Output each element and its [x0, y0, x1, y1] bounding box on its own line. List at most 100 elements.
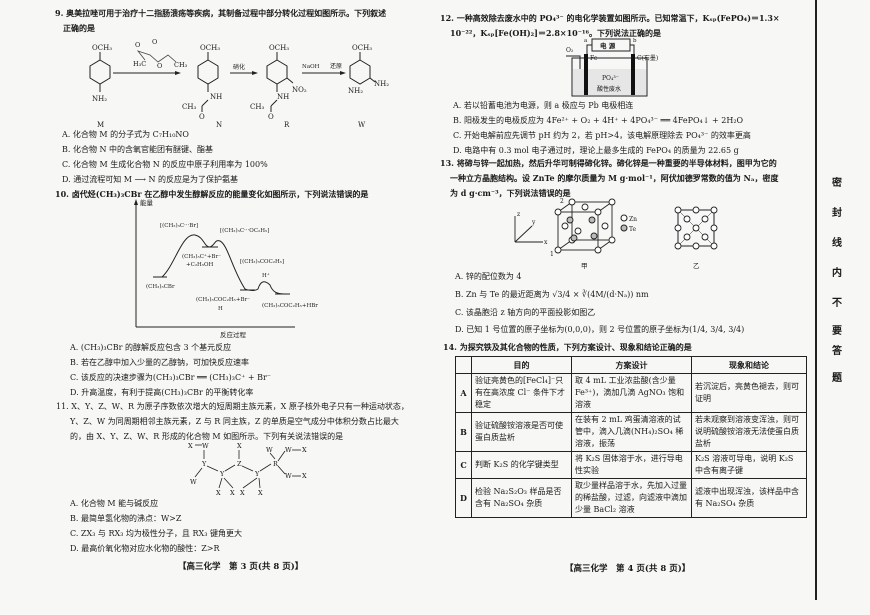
figure-yi-label: 乙 [693, 262, 700, 270]
q9-stem-2: 正确的是 [63, 23, 95, 33]
svg-text:NH: NH [210, 93, 222, 101]
projection-yi [674, 206, 718, 250]
svg-text:NO₂: NO₂ [292, 86, 307, 94]
svg-text:R: R [273, 460, 279, 468]
anhydride-h3c: H₃C [133, 60, 146, 68]
margin-char: 答 [832, 346, 842, 357]
species-label: H [218, 306, 223, 312]
svg-text:X: X [237, 442, 242, 450]
energy-curve [155, 234, 286, 295]
q11-option-a: A. 化合物 M 能与碱反应 [70, 499, 159, 508]
svg-text:X: X [230, 489, 235, 497]
q12-stem-1: 12. 一种高效除去废水中的 PO₄³⁻ 的电化学装置如图所示。已知常温下，Kₛ… [440, 13, 780, 23]
q13-stem-2: 一种立方晶胞结构。设 ZnTe 的摩尔质量为 M g·mol⁻¹，阿伏加德罗常数… [450, 173, 779, 183]
svg-text:硝化: 硝化 [233, 63, 245, 71]
species-label: (CH₃)₃COC₂H₅+HBr [262, 302, 318, 309]
header-design: 方案设计 [571, 356, 692, 374]
q9-reaction-scheme: OCH₃ NH₂ H₃C CH₃ O O O OCH₃ NH CH₃ O 硝化 … [89, 38, 389, 129]
q10-option-c: C. 该反应的决速步骤为(CH₃)₃CBr ══ (CH₃)₃C⁺ + Br⁻ [70, 373, 272, 382]
q11-option-c: C. ZX₃ 与 RX₃ 均为极性分子，且 RX₃ 键角更大 [70, 529, 242, 538]
svg-text:CH₃: CH₃ [182, 103, 196, 111]
label-w: W [358, 121, 366, 129]
species-label: [(CH₃)₃COC₂H₅] [240, 258, 284, 265]
legend-te: Te [629, 226, 637, 233]
species-label: (CH₃)₃C⁺+Br⁻ [182, 253, 221, 260]
svg-text:X: X [302, 472, 307, 480]
svg-text:Z: Z [237, 460, 242, 468]
q9-option-d: D. 通过流程可知 M ⟶ N 的反应是为了保护氨基 [62, 175, 239, 184]
svg-text:x: x [544, 239, 548, 246]
svg-text:W: W [190, 478, 197, 486]
svg-text:O₂: O₂ [566, 47, 574, 54]
svg-text:X: X [188, 442, 193, 450]
x-axis-label: 反应过程 [220, 330, 247, 339]
q13-stem-1: 13. 将碲与锌一起加热，然后升华可制得碲化锌。碲化锌是一种重要的半导体材料，图… [440, 158, 777, 168]
svg-text:OCH₃: OCH₃ [200, 44, 220, 52]
svg-text:Y: Y [201, 460, 207, 468]
margin-char: 要 [832, 326, 842, 337]
q9-stem-1: 9. 奥美拉唑可用于治疗十二指肠溃疡等疾病，其制备过程中部分转化过程如图所示。下… [55, 8, 387, 18]
page4-footer: 【高三化学 第 4 页(共 8 页)】 [565, 564, 691, 574]
q11-stem-3: 的，由 X、Y、Z、W、R 形成的化合物 M 如图所示。下列有关说法错误的是 [70, 432, 344, 441]
margin-char: 题 [832, 373, 842, 384]
svg-text:W: W [285, 472, 292, 480]
benzene-ring-r [266, 59, 288, 85]
page3-footer: 【高三化学 第 3 页(共 8 页)】 [178, 562, 304, 572]
svg-text:Y: Y [254, 470, 260, 478]
q11-option-b: B. 最简单氢化物的沸点：W>Z [70, 514, 182, 523]
q13-stem-3: 为 d g·cm⁻³，下列说法错误的是 [450, 188, 571, 198]
anhydride-o: O [152, 38, 157, 46]
figure-jia-label: 甲 [581, 262, 588, 270]
legend-zn: Zn [629, 216, 637, 223]
m-och3: OCH₃ [92, 44, 112, 52]
svg-text:O: O [199, 113, 205, 121]
anhydride-o: O [157, 62, 162, 70]
q10-option-a: A. (CH₃)₃CBr 的醇解反应包含 3 个基元反应 [70, 343, 232, 352]
svg-text:NaOH: NaOH [302, 64, 320, 70]
svg-text:W: W [202, 442, 209, 450]
svg-text:W: W [266, 446, 273, 454]
q9-option-b: B. 化合物 N 中的含氧官能团有醚键、酯基 [62, 145, 214, 154]
beaker [571, 57, 648, 97]
q13-option-d: D. 已知 1 号位置的原子坐标为(0,0,0)，则 2 号位置的原子坐标为(1… [455, 325, 745, 334]
svg-text:还原: 还原 [330, 63, 342, 70]
svg-text:W: W [285, 446, 292, 454]
species-label: H⁺ [262, 273, 270, 279]
benzene-ring-w [349, 59, 371, 85]
svg-text:X: X [302, 446, 307, 454]
svg-text:C(石墨): C(石墨) [637, 55, 658, 62]
svg-text:z: z [517, 211, 520, 218]
anhydride-o: O [135, 41, 140, 49]
q13-option-c: C. 该晶胞沿 z 轴方向的平面投影如图乙 [455, 308, 596, 317]
q12-option-c: C. 开始电解前应先调节 pH 约为 2，若 pH>4，该电解原理除去 PO₄³… [453, 131, 751, 140]
fe-electrode [584, 54, 588, 95]
margin-char: 线 [832, 238, 842, 249]
q12-option-d: D. 电路中有 0.3 mol 电子通过时，理论上最多生成的 FePO₄ 的质量… [453, 146, 739, 155]
header-label [455, 356, 472, 374]
svg-text:NH₂: NH₂ [348, 87, 363, 95]
header-result: 现象和结论 [691, 356, 807, 374]
svg-text:OCH₃: OCH₃ [352, 44, 372, 52]
svg-text:PO₄³⁻: PO₄³⁻ [602, 75, 619, 82]
species-label: (CH₃)₃COC₂H₅+Br⁻ [196, 296, 250, 303]
q10-option-b: B. 若在乙醇中加入少量的乙醇钠，可加快反应速率 [70, 358, 249, 367]
label-n: N [216, 121, 222, 129]
q13-crystal-cell-figures: z x y 1 2 Zn Te 甲 乙 [514, 198, 718, 270]
svg-text:酸性废水: 酸性废水 [597, 85, 621, 93]
benzene-ring-n [197, 59, 219, 85]
q11-stem-2: Y、Z、W 为同周期相邻主族元素，Z 与 R 同主族，Z 的单质是空气成分中体积… [70, 417, 399, 426]
q9-option-c: C. 化合物 M 生成化合物 N 的反应中原子利用率为 100% [62, 160, 268, 169]
anhydride-ch3: CH₃ [174, 61, 188, 69]
svg-text:X: X [240, 489, 245, 497]
svg-text:b: b [633, 38, 637, 44]
q10-stem: 10. 卤代烃(CH₃)₃CBr 在乙醇中发生醇解反应的能量变化如图所示，下列说… [55, 189, 369, 199]
graphite-electrode [631, 54, 635, 95]
q13-option-b: B. Zn 与 Te 的最近距离为 √3/4 × ∛(4M/(d·Nₐ)) nm [455, 290, 649, 299]
svg-text:1: 1 [550, 251, 554, 258]
y-axis-label: 能量 [140, 198, 154, 207]
svg-text:电 源: 电 源 [600, 41, 616, 50]
